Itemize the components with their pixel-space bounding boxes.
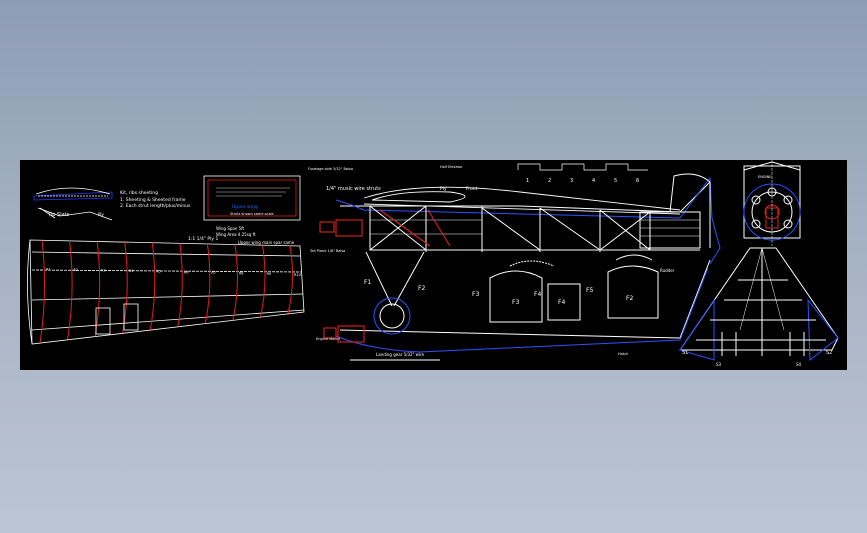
cad-drawing-svg: Tip Slats Ply Kit, ribs sheeting 1. Shee… [27, 160, 839, 367]
wing-note-1: Wing Span 5ft [216, 226, 245, 231]
former-shapes [489, 254, 659, 323]
cad-drawing-canvas: Tip Slats Ply Kit, ribs sheeting 1. Shee… [20, 160, 847, 370]
dimension-scale [517, 163, 648, 171]
stab-s4: S4 [796, 362, 802, 367]
wing-rib-label: R4 [129, 269, 134, 273]
wing-span-note: 1:1 1/4" Ply 1 [188, 236, 218, 242]
wing-rib [287, 245, 294, 314]
cowl-text: ENGINE [758, 175, 771, 179]
aileron-panels [95, 303, 139, 335]
front-view-cowl [743, 160, 801, 246]
former-label-f4: F4 [534, 291, 541, 298]
notes-item-1: 1. Sheeting & Sheeted frame [120, 197, 186, 203]
top-note: Half Elevator [440, 165, 463, 169]
engine-note: Engine Mount [316, 337, 341, 341]
wing-plan [27, 239, 305, 345]
dimension-number: 4 [592, 178, 595, 184]
tailplane-plan [679, 247, 839, 362]
stab-s1: S1 [682, 350, 688, 356]
stab-s2: S2 [826, 350, 832, 356]
wing-rib-label: R5 [156, 270, 161, 274]
wing-ribs: R1 R2 R3 R4 R5 R6 R7 R8 R9 R10 [39, 240, 301, 343]
former-label-f1: F1 [364, 279, 371, 286]
dimension-number: 3 [570, 178, 573, 184]
tip-label: Tip Slats [47, 212, 70, 218]
notes-item-2: 2. Each strut length/plus/minus [120, 203, 191, 209]
dimension-number: 5 [614, 178, 617, 184]
card-title: Upper wing [232, 204, 258, 210]
center-note: Upper wing main spar same [238, 240, 295, 245]
front-note: Front [466, 186, 478, 192]
wing-rib-label: R7 [211, 271, 216, 275]
card-sub: Struts shown same scale [230, 212, 274, 216]
wing-note-2: Wing Area 4.25sq ft [216, 232, 256, 237]
wing-card: Upper wing Struts shown same scale [203, 175, 301, 221]
tip-sub: Ply [98, 212, 105, 217]
wing-rib [39, 240, 46, 343]
wing-rib-label: R1 [46, 267, 51, 271]
hatch-label: Hatch [618, 352, 628, 356]
wing-rib [259, 245, 266, 317]
dimension-numbers: 1 2 3 4 5 6 [526, 178, 639, 184]
wing-rib [122, 242, 128, 334]
ply-label: Ply [440, 186, 447, 192]
wing-rib [149, 242, 156, 330]
former-box-f3: F3 [512, 299, 519, 306]
notes-header: Kit, ribs sheeting [120, 190, 158, 196]
wing-rib-label: R3 [101, 268, 106, 272]
former-box-f4: F4 [558, 299, 565, 306]
wing-rib-label: R6 [184, 270, 189, 274]
fuselage-side [335, 173, 721, 353]
tip-detail [33, 187, 113, 221]
dimension-number: 2 [548, 178, 551, 184]
wing-rib-label: R9 [266, 272, 271, 276]
wing-rib [94, 241, 101, 337]
wing-rib-label: R2 [74, 268, 79, 272]
right-note: Rudder [660, 268, 675, 273]
wing-rib [232, 244, 238, 321]
gear-note: Landing gear 5/32" wire [376, 352, 425, 357]
dimension-number: 1 [526, 178, 529, 184]
stab-s3: S3 [716, 362, 722, 367]
wing-rib-label: R10 [294, 273, 301, 277]
wing-rib-label: R8 [239, 272, 244, 276]
former-label-f3: F3 [472, 291, 479, 298]
former-label-f5: F5 [586, 287, 593, 294]
wing-rib [67, 240, 73, 340]
top-left-note: Fuselage side 3/32" Balsa [308, 167, 353, 171]
wing-rib [204, 243, 211, 324]
former-label-f2: F2 [418, 285, 425, 292]
landing-gear [350, 251, 440, 361]
former-box-f2: F2 [626, 295, 633, 302]
engine-mount [319, 209, 451, 343]
stab-note: Tail Plane 1/8" Balsa [309, 249, 345, 253]
cabane-label: 1/4" music wire struts [326, 186, 381, 192]
dimension-number: 6 [636, 178, 639, 184]
wing-rib [177, 243, 183, 327]
